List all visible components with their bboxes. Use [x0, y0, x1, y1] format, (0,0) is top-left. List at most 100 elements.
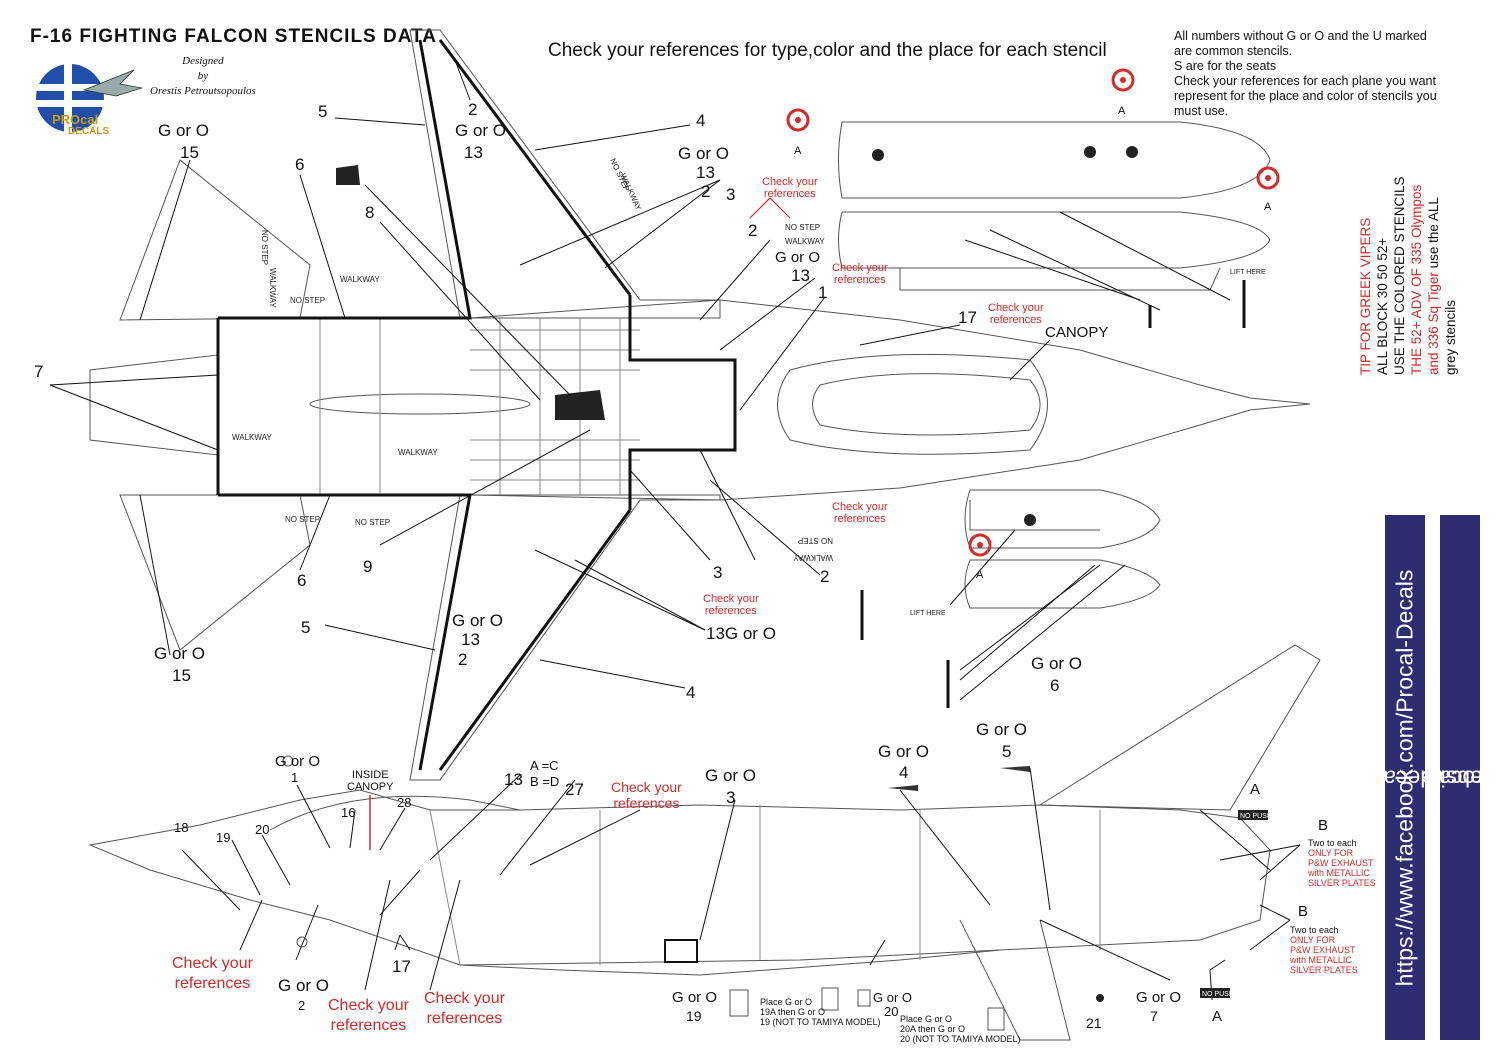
label-b-eq-d: B =D — [530, 774, 560, 789]
label-5: 5 — [301, 618, 311, 637]
label-g-or-o: G or O — [705, 766, 757, 785]
procal-logo — [36, 64, 143, 132]
label-8: 8 — [365, 203, 375, 222]
label-g-or-o: G or O — [775, 249, 821, 266]
label-3: 3 — [726, 788, 736, 807]
wing-tank-lower — [964, 559, 1161, 609]
label-2: 2 — [298, 998, 306, 1013]
tip-line-5a: and 336 Sq Tiger — [1426, 272, 1441, 375]
tip-line-1: TIP FOR GREEK VIPERS — [1358, 218, 1373, 375]
tip-line-5b: use the ALL — [1426, 197, 1441, 273]
label-g-or-o: G or O — [878, 742, 930, 761]
label-g-or-o: G or O — [278, 976, 330, 995]
label-1: 1 — [818, 283, 828, 302]
label-a: A — [1212, 1008, 1223, 1025]
upper-wing — [409, 29, 721, 319]
seat-stencil-small — [336, 165, 360, 185]
label-7: 7 — [34, 362, 44, 381]
seat-stencil — [555, 390, 605, 420]
label-19: 19 — [686, 1008, 702, 1024]
label-6: 6 — [295, 155, 305, 174]
label-13: 13 — [464, 143, 483, 162]
label-28: 28 — [397, 795, 412, 810]
walkway-text: WALKWAY — [785, 237, 825, 246]
label-g-or-o: G or O — [154, 644, 206, 663]
label-g-or-o: G or O — [452, 611, 504, 630]
label-g-or-o: G or O — [672, 989, 718, 1006]
svg-text:NO PUSH: NO PUSH — [1240, 813, 1272, 820]
lower-wing — [409, 494, 721, 781]
no-step-text: NO STEP — [785, 223, 820, 232]
roundel-icon — [786, 68, 1280, 557]
label-21: 21 — [1086, 1015, 1102, 1031]
label-15: 15 — [172, 666, 191, 685]
reference-note: Check your references for type,color and… — [548, 40, 1107, 61]
tank-label-a: A — [794, 145, 802, 157]
center-tank-lower — [838, 211, 1271, 269]
label-4: 4 — [686, 683, 696, 702]
tip-line-3: USE THE COLORED STENCILS — [1392, 176, 1407, 375]
walkway-text: WALKWAY — [268, 268, 277, 308]
side-canopy — [269, 795, 521, 831]
page-title: F-16 FIGHTING FALCON STENCILS DATA — [30, 26, 437, 47]
label-17: 17 — [392, 957, 411, 976]
label-g-or-o: G or O — [873, 990, 913, 1005]
label-6: 6 — [297, 571, 307, 590]
side-ventral — [459, 949, 1001, 976]
no-step-text: NO STEP — [798, 536, 833, 545]
label-3: 3 — [726, 185, 736, 204]
label-20: 20 — [884, 1004, 899, 1019]
label-13: 13 — [504, 770, 523, 789]
label-13: 13 — [791, 266, 810, 285]
label-b: B — [1298, 903, 1309, 920]
walkway-text: WALKWAY — [793, 553, 833, 562]
tip-line-4: THE 52+ ADV OF 335 Olympos — [1409, 185, 1424, 375]
tank-label-a: A — [1118, 105, 1126, 117]
label-g-or-o: G or O — [1031, 654, 1083, 673]
label-6: 6 — [1050, 676, 1060, 695]
no-step-text: NO STEP — [290, 296, 325, 305]
label-27: 27 — [565, 780, 584, 799]
label-g-or-o: G or O — [678, 144, 730, 163]
tank-label-a: A — [976, 569, 984, 581]
center-tank-upper — [838, 121, 1271, 199]
no-step-text: NO STEP — [260, 230, 269, 265]
fuel-tanks-diagram: A A A A LIFT HERE LIFT HERE — [786, 68, 1280, 708]
exhaust-nozzle — [89, 354, 219, 456]
label-13: 13 — [696, 163, 715, 182]
side-fin — [1038, 644, 1321, 811]
label-9: 9 — [363, 557, 373, 576]
label-g-or-o: G or O — [1136, 989, 1182, 1006]
brand-name: PROcal — [52, 112, 99, 127]
label-g-or-o: G or O — [976, 720, 1028, 739]
label-b: B — [1318, 817, 1329, 834]
side-view-diagram: NO PUSH NO PUSH — [88, 644, 1321, 1041]
svg-text:LIFT HERE: LIFT HERE — [910, 610, 946, 617]
facebook-banner[interactable]: https://www.facebook.com/Procal-Decals — [1385, 515, 1425, 1040]
label-4: 4 — [899, 763, 909, 782]
side-fuselage — [88, 789, 1271, 966]
label-13-g-or-o: 13G or O — [706, 624, 776, 643]
website-banner[interactable]: website https://www.procaldecals.gr/en/ — [1301, 515, 1500, 1040]
designer-credit: Designed by Orestis Petroutsopoulos — [150, 55, 256, 97]
label-5: 5 — [318, 102, 328, 121]
no-step-text: NO STEP — [285, 515, 320, 524]
label-18: 18 — [174, 820, 189, 835]
top-view-diagram: WALKWAY NO STEP WALKWAY WALKWAY NO STEP … — [49, 29, 1311, 781]
label-2: 2 — [748, 221, 758, 240]
label-2: 2 — [468, 100, 478, 119]
canopy-outline — [777, 353, 1048, 455]
label-g-or-o: G or O — [275, 753, 321, 770]
